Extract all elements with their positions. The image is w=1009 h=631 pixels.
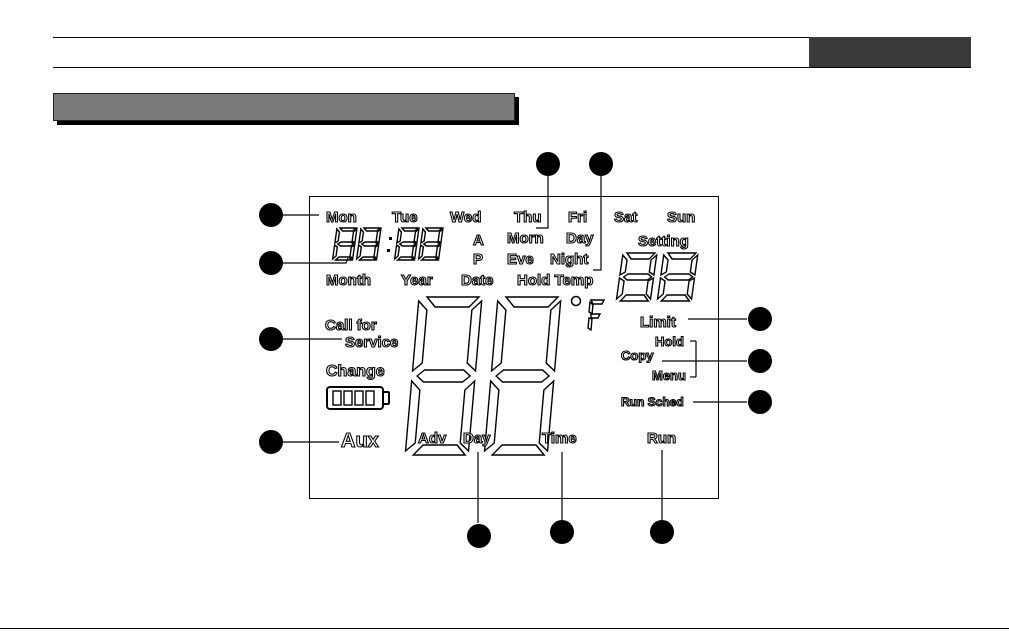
day-adv-label: Day: [463, 430, 491, 447]
period-label-day: Day: [566, 230, 594, 247]
period-label-eve: Eve: [507, 251, 534, 268]
hold-label: Hold: [655, 334, 684, 349]
callout-marker-service: [259, 327, 283, 351]
clock-colon: [387, 237, 392, 252]
time-label: Time: [542, 430, 577, 447]
period-label-morn: Morn: [507, 230, 544, 247]
callout-marker-periods: [536, 152, 560, 176]
callout-marker-days: [259, 203, 283, 227]
copy-label: Copy: [621, 348, 654, 363]
change-label: Change: [326, 363, 385, 380]
callout-marker-clock: [259, 251, 283, 275]
setting-digit-2: [657, 253, 698, 301]
am-indicator: A: [473, 232, 484, 249]
footer-rule: [0, 628, 1009, 629]
battery-icon: [327, 387, 389, 409]
callout-marker-aux: [259, 430, 283, 454]
callout-marker-run-sched: [748, 390, 772, 414]
adv-label: Adv: [418, 430, 447, 447]
period-label-night: Night: [550, 251, 588, 268]
callout-marker-time: [550, 520, 574, 544]
date-label: Date: [461, 272, 494, 289]
degree-unit-symbol: °F: [0, 0, 604, 330]
month-label: Month: [326, 272, 371, 289]
run-label: Run: [647, 430, 676, 447]
callout-marker-run: [650, 520, 674, 544]
year-label: Year: [401, 272, 433, 289]
call-for-label: Call for: [325, 317, 377, 334]
aux-label: Aux: [341, 430, 379, 452]
service-label: Service: [345, 334, 398, 351]
clock-digit-4: [419, 228, 443, 260]
run-sched-label: Run Sched: [621, 395, 684, 409]
limit-label: Limit: [640, 314, 676, 331]
day-label-mon: Mon: [326, 209, 357, 226]
day-label-wed: Wed: [450, 209, 481, 226]
day-label-sat: Sat: [614, 209, 637, 226]
day-label-fri: Fri: [568, 209, 587, 226]
callout-marker-hold-copy-menu: [748, 349, 772, 373]
pm-indicator: P: [473, 251, 483, 268]
setting-label: Setting: [638, 233, 689, 250]
clock-digit-1: [333, 228, 357, 260]
degree-unit-text: °F: [0, 0, 1, 1]
hold-temp-label: Hold Temp: [517, 272, 593, 289]
callout-marker-limit: [748, 307, 772, 331]
day-label-sun: Sun: [667, 209, 695, 226]
day-label-tue: Tue: [392, 209, 418, 226]
day-label-thu: Thu: [514, 209, 542, 226]
setting-digit-1: [616, 253, 657, 301]
clock-digit-3: [395, 228, 419, 260]
menu-label: Menu: [652, 368, 686, 383]
callout-marker-hold-temp: [589, 152, 613, 176]
clock-digit-2: [357, 228, 381, 260]
callout-marker-day-adv: [467, 524, 491, 548]
